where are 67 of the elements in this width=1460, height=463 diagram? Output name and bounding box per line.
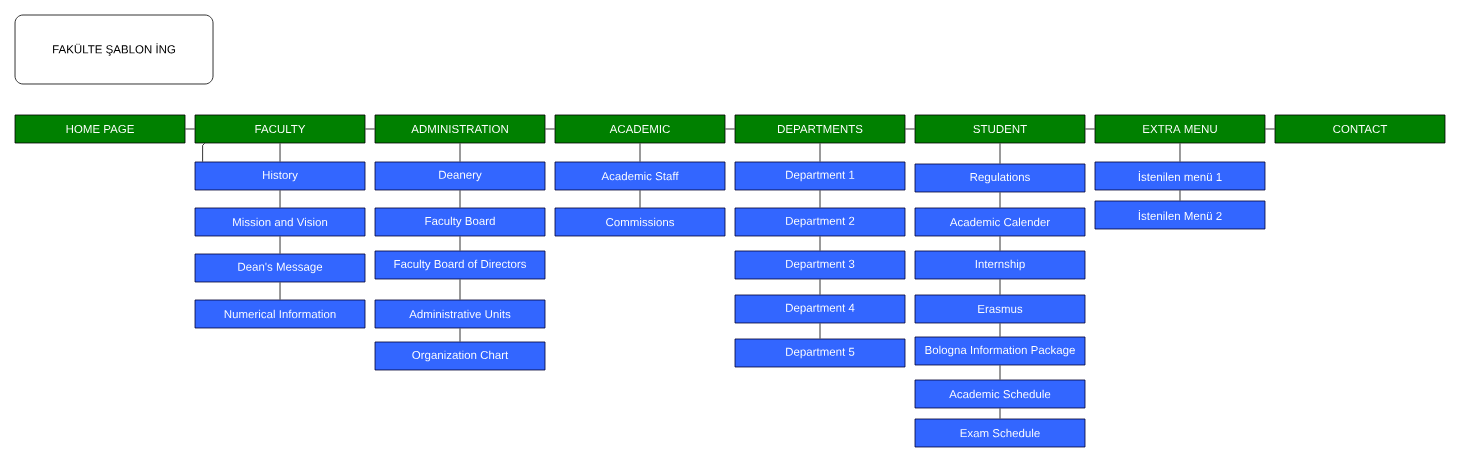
connector-line: [999, 192, 1001, 208]
connector-line: [819, 143, 821, 162]
title-box: FAKÜLTE ŞABLON İNG: [14, 14, 214, 85]
connector-line: [545, 128, 555, 130]
menu-box: HOME PAGE: [14, 114, 186, 144]
connector-line: [819, 190, 821, 208]
connector-line: [999, 143, 1001, 164]
connector-line: [459, 328, 461, 342]
menu-box: FACULTY: [194, 114, 366, 144]
connector-line: [1179, 190, 1181, 201]
connector-line: [905, 128, 915, 130]
submenu-box: Administrative Units: [374, 299, 546, 329]
menu-box: CONTACT: [1274, 114, 1446, 144]
connector-line: [279, 190, 281, 208]
connector-line: [999, 236, 1001, 251]
connector-line: [459, 236, 461, 251]
submenu-box: Deanery: [374, 161, 546, 191]
menu-box: EXTRA MENU: [1094, 114, 1266, 144]
connector-line: [999, 279, 1001, 295]
connector-line: [725, 128, 735, 130]
submenu-box: Faculty Board of Directors: [374, 250, 546, 280]
submenu-box: Internship: [914, 250, 1086, 280]
connector-line: [1179, 143, 1181, 162]
connector-line: [202, 143, 205, 162]
submenu-box: Regulations: [914, 163, 1086, 193]
connector-line: [819, 279, 821, 295]
connector-line: [459, 143, 461, 162]
submenu-box: Numerical Information: [194, 299, 366, 329]
submenu-box: Mission and Vision: [194, 207, 366, 237]
submenu-box: Faculty Board: [374, 207, 546, 237]
submenu-box: Department 1: [734, 161, 906, 191]
connector-line: [999, 323, 1001, 337]
connector-line: [1085, 128, 1095, 130]
connector-line: [185, 128, 195, 130]
submenu-box: Organization Chart: [374, 341, 546, 371]
connector-line: [639, 143, 641, 162]
submenu-box: Commissions: [554, 207, 726, 237]
submenu-box: Erasmus: [914, 294, 1086, 324]
connector-line: [999, 365, 1001, 380]
submenu-box: İstenilen menü 1: [1094, 161, 1266, 191]
menu-box: ADMINISTRATION: [374, 114, 546, 144]
connector-line: [459, 279, 461, 300]
submenu-box: Dean's Message: [194, 253, 366, 283]
submenu-box: Department 2: [734, 207, 906, 237]
connector-line: [1265, 128, 1275, 130]
submenu-box: Academic Staff: [554, 161, 726, 191]
submenu-box: Department 3: [734, 250, 906, 280]
menu-box: DEPARTMENTS: [734, 114, 906, 144]
connector-line: [639, 190, 641, 208]
submenu-box: İstenilen Menü 2: [1094, 200, 1266, 230]
submenu-box: Academic Schedule: [914, 379, 1086, 409]
connector-line: [279, 236, 281, 254]
submenu-box: Department 4: [734, 294, 906, 324]
menu-box: STUDENT: [914, 114, 1086, 144]
menu-box: ACADEMIC: [554, 114, 726, 144]
submenu-box: Department 5: [734, 338, 906, 368]
connector-line: [365, 128, 375, 130]
connector-line: [279, 143, 281, 162]
submenu-box: History: [194, 161, 366, 191]
submenu-box: Exam Schedule: [914, 418, 1086, 448]
connector-line: [819, 323, 821, 339]
connector-line: [459, 190, 461, 208]
connector-line: [819, 236, 821, 251]
submenu-box: Bologna Information Package: [914, 336, 1086, 366]
submenu-box: Academic Calender: [914, 207, 1086, 237]
connector-line: [279, 282, 281, 300]
connector-line: [999, 408, 1001, 419]
